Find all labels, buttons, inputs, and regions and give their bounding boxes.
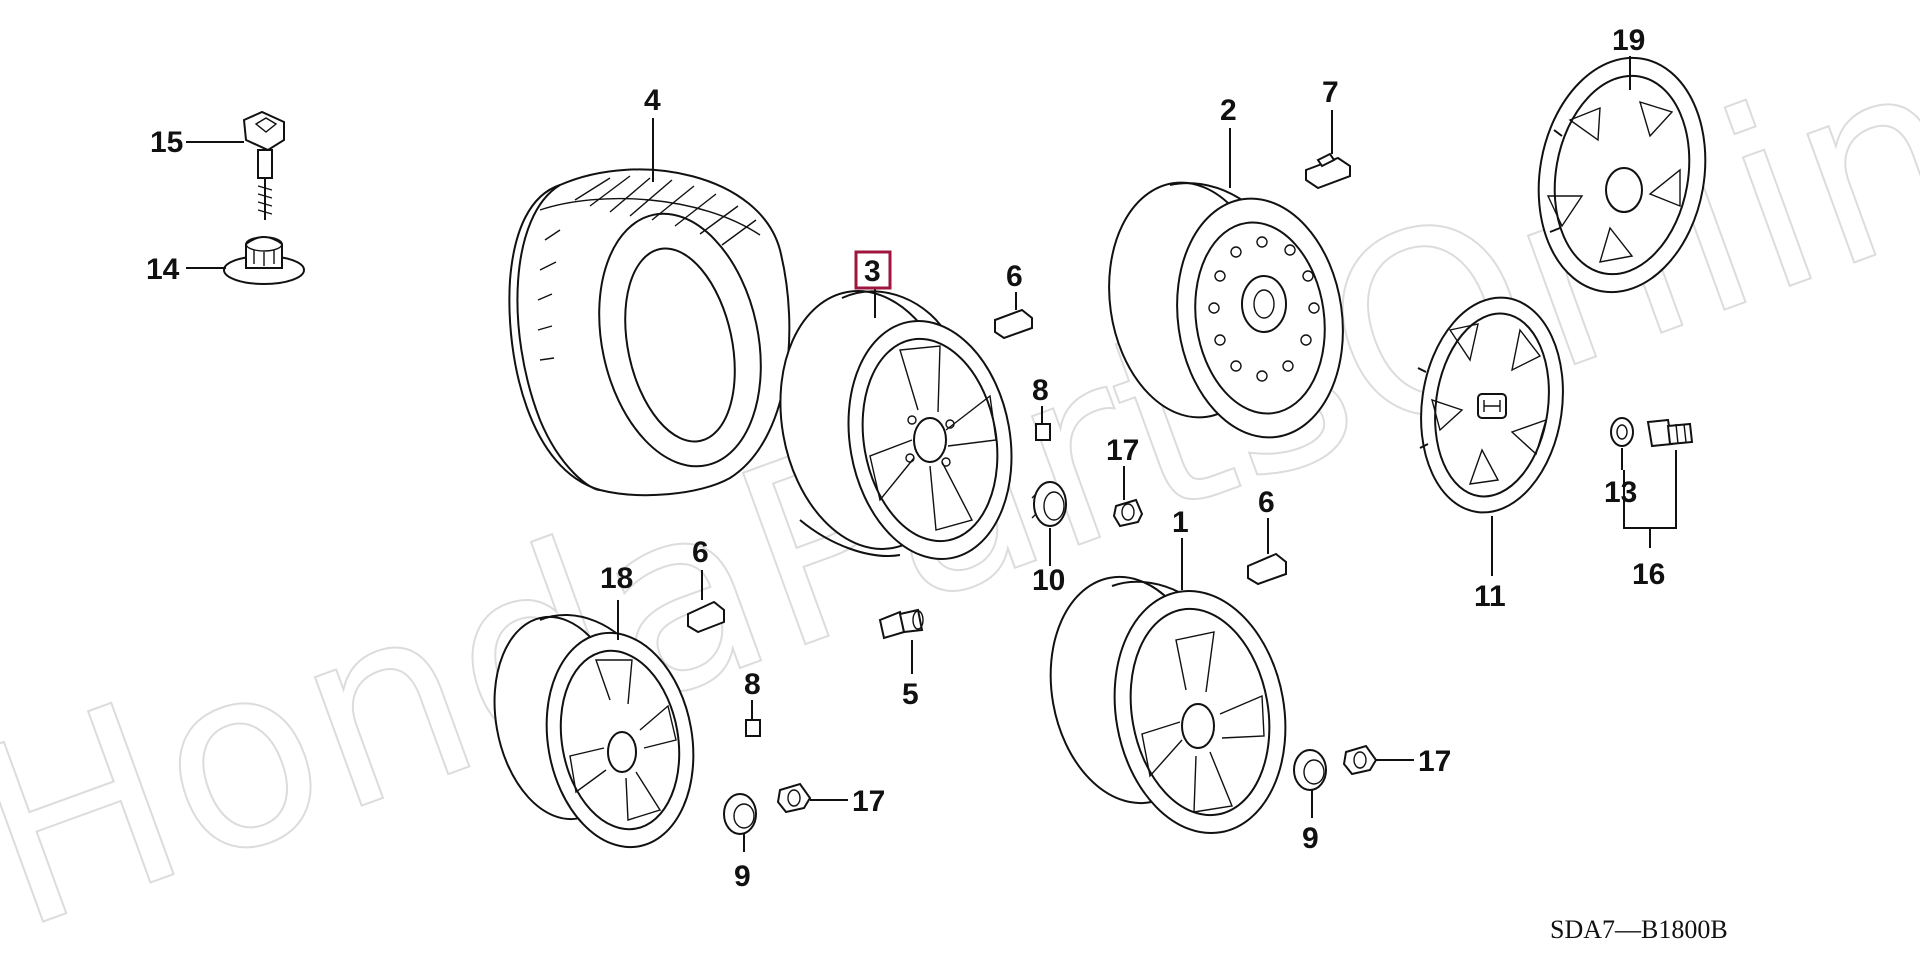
base-washer-part-14[interactable] — [223, 236, 305, 285]
leader-lines — [186, 56, 1677, 852]
balance-weight-clip-part-8a[interactable] — [1035, 423, 1051, 441]
callout-6c[interactable]: 6 — [692, 536, 709, 569]
callout-8b[interactable]: 8 — [744, 668, 761, 701]
callout-4[interactable]: 4 — [644, 84, 661, 117]
wheel-nut-part-17c[interactable] — [1342, 744, 1378, 776]
callout-16[interactable]: 16 — [1632, 558, 1665, 591]
center-cap-part-9a[interactable] — [723, 793, 757, 835]
callout-2[interactable]: 2 — [1220, 94, 1237, 127]
callout-14[interactable]: 14 — [146, 253, 180, 286]
wheel-cover-part-19[interactable] — [1521, 45, 1723, 306]
wheel-nut-part-17b[interactable] — [776, 782, 812, 814]
callout-5[interactable]: 5 — [902, 678, 919, 711]
drawing-code: SDA7—B1800B — [1550, 915, 1728, 944]
callout-labels: 15 14 4 3 6 2 7 19 8 17 10 6 1 11 13 16 … — [146, 24, 1665, 893]
callout-17a[interactable]: 17 — [1106, 434, 1139, 467]
valve-bolt-part-15[interactable] — [242, 110, 285, 220]
callout-18[interactable]: 18 — [600, 562, 633, 595]
balance-weight-clip-part-8b[interactable] — [745, 719, 761, 737]
balance-weight-part-6b[interactable] — [1247, 552, 1287, 586]
callout-6b[interactable]: 6 — [1258, 486, 1275, 519]
lug-bolt-part-16[interactable] — [1646, 418, 1694, 448]
callout-7[interactable]: 7 — [1322, 76, 1339, 109]
callout-11[interactable]: 11 — [1474, 580, 1506, 613]
callout-15[interactable]: 15 — [150, 126, 183, 159]
callout-6a[interactable]: 6 — [1006, 260, 1023, 293]
callout-3[interactable]: 3 — [864, 255, 881, 288]
balance-weight-part-6c[interactable] — [687, 600, 725, 634]
callout-1[interactable]: 1 — [1172, 506, 1189, 539]
alloy-wheel-part-1[interactable] — [1033, 564, 1304, 847]
alloy-wheel-part-3[interactable] — [761, 277, 1030, 572]
tire-part-4[interactable] — [508, 168, 791, 497]
air-valve-part-5[interactable] — [878, 608, 924, 640]
wheel-nut-part-17a[interactable] — [1112, 498, 1144, 528]
callout-8a[interactable]: 8 — [1032, 374, 1049, 407]
callout-17c[interactable]: 17 — [1418, 745, 1451, 778]
center-cap-part-9b[interactable] — [1293, 749, 1327, 791]
balance-weight-part-7[interactable] — [1305, 152, 1351, 190]
callout-13[interactable]: 13 — [1604, 476, 1637, 509]
center-cap-part-10[interactable] — [1031, 481, 1067, 527]
washer-part-13[interactable] — [1610, 417, 1634, 447]
callout-10[interactable]: 10 — [1032, 564, 1065, 597]
alloy-wheel-part-18[interactable] — [479, 606, 709, 858]
callout-9b[interactable]: 9 — [1302, 822, 1319, 855]
balance-weight-part-6a[interactable] — [994, 308, 1033, 340]
wheel-cover-part-11[interactable] — [1408, 288, 1577, 521]
callout-3-highlight-box — [854, 250, 892, 290]
callout-9a[interactable]: 9 — [734, 860, 751, 893]
steel-wheel-part-2[interactable] — [1094, 172, 1358, 448]
callout-17b[interactable]: 17 — [852, 785, 885, 818]
callout-19[interactable]: 19 — [1612, 24, 1645, 57]
